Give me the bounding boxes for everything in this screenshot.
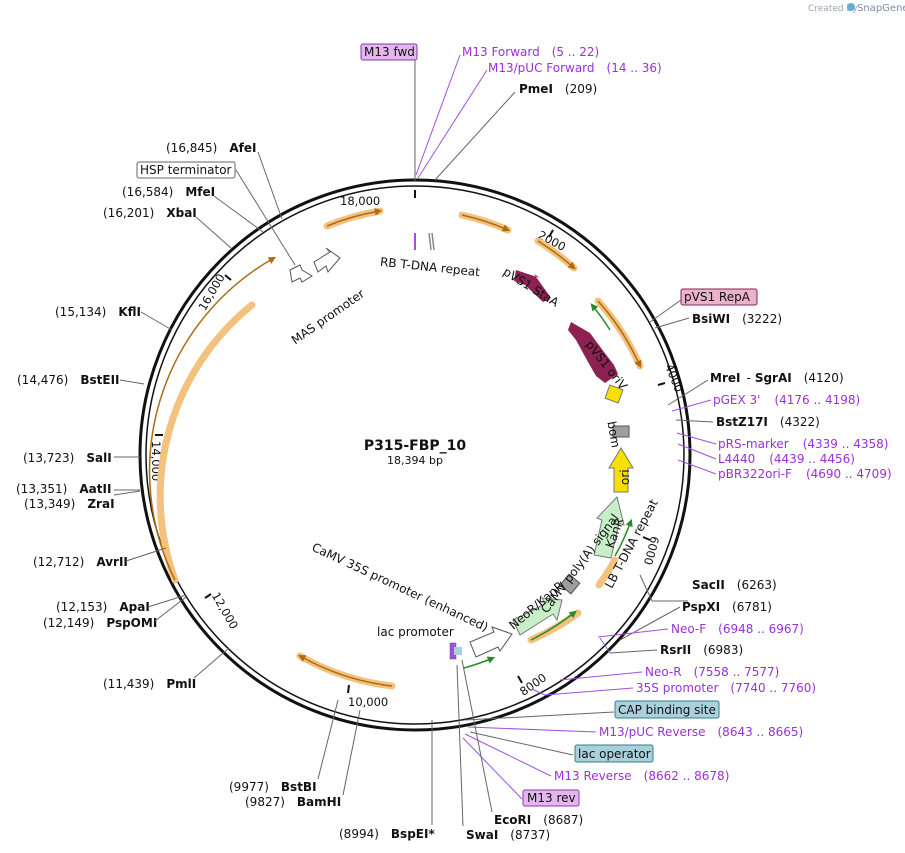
lac-promoter-label: lac promoter bbox=[377, 625, 454, 639]
kanr-arrow[interactable] bbox=[593, 495, 625, 559]
rb-tdna-repeat-label: RB T-DNA repeat bbox=[379, 255, 481, 279]
bom-box[interactable] bbox=[612, 425, 630, 438]
mas-promoter-label: MAS promoter bbox=[289, 287, 367, 348]
primer-35s-promoter[interactable]: 35S promoter(7740 .. 7760) bbox=[636, 681, 816, 695]
bom-label: bom bbox=[604, 420, 622, 449]
primer-m13-puc-reverse[interactable]: M13/pUC Reverse(8643 .. 8665) bbox=[599, 725, 803, 739]
site-bsteii[interactable]: (14,476)BstEII bbox=[17, 373, 120, 387]
camv-35s-label: CaMV 35S promoter (enhanced) bbox=[310, 540, 491, 634]
ring-tick-4000: 4000 bbox=[662, 362, 686, 394]
lb-tdna-box[interactable] bbox=[559, 573, 581, 595]
site-bstz17i[interactable]: BstZ17I(4322) bbox=[716, 415, 820, 429]
primer-l4440[interactable]: L4440(4439 .. 4456) bbox=[718, 452, 855, 466]
ori-label: ori bbox=[618, 469, 632, 485]
lac-operator-box bbox=[454, 647, 462, 655]
primer-neo-f[interactable]: Neo-F(6948 .. 6967) bbox=[671, 622, 804, 636]
ring-tick-10000: 10,000 bbox=[348, 695, 388, 709]
site-bstbi[interactable]: (9977)BstBI bbox=[229, 780, 317, 794]
site-bamhi[interactable]: (9827)BamHI bbox=[245, 795, 341, 809]
site-zrai[interactable]: (13,349)ZraI bbox=[24, 497, 115, 511]
camv-35s-arrow[interactable] bbox=[469, 626, 513, 658]
plasmid-name: P315-FBP_10 bbox=[364, 438, 467, 454]
pvs1-oriv-arrow[interactable] bbox=[568, 322, 618, 383]
mas-promoter-arrow[interactable] bbox=[313, 247, 341, 273]
m13-rev-box[interactable] bbox=[522, 789, 580, 807]
pvs1-staa-arrow[interactable] bbox=[514, 270, 551, 302]
site-rsrii[interactable]: RsrII(6983) bbox=[660, 643, 743, 657]
ring-tick-18000: 18,000 bbox=[340, 194, 380, 208]
hsp-terminator-label: HSP terminator bbox=[140, 163, 232, 177]
site-xbai[interactable]: (16,201)XbaI bbox=[103, 206, 197, 220]
primer-m13-forward[interactable]: M13 Forward(5 .. 22) bbox=[462, 45, 599, 59]
site-ecori[interactable]: EcoRI(8687) bbox=[494, 813, 583, 827]
ring-tick-12000: 12,000 bbox=[209, 590, 241, 632]
ring-tick-6000: 6000 bbox=[641, 535, 662, 567]
site-afei[interactable]: (16,845)AfeI bbox=[166, 141, 256, 155]
site-bspei[interactable]: (8994)BspEI* bbox=[339, 827, 435, 841]
site-sali[interactable]: (13,723)SalI bbox=[23, 451, 112, 465]
site-pmei[interactable]: PmeI(209) bbox=[519, 82, 597, 96]
backbone-inner-ring bbox=[145, 185, 685, 725]
site-bsiwi[interactable]: BsiWI(3222) bbox=[692, 312, 782, 326]
site-swai[interactable]: SwaI(8737) bbox=[466, 828, 550, 842]
site-aatii[interactable]: (13,351)AatII bbox=[16, 482, 111, 496]
plasmid-length: 18,394 bp bbox=[387, 454, 443, 467]
pvs1-repa-box[interactable] bbox=[680, 288, 758, 306]
primer-m13-reverse[interactable]: M13 Reverse(8662 .. 8678) bbox=[554, 769, 729, 783]
neor-kanr-arrow[interactable] bbox=[512, 597, 563, 636]
cap-binding-site-label: CAP binding site bbox=[618, 703, 716, 717]
primer-neo-r[interactable]: Neo-R(7558 .. 7577) bbox=[645, 665, 779, 679]
primer-pgex-3[interactable]: pGEX 3'(4176 .. 4198) bbox=[713, 393, 860, 407]
primer-pbr322ori-f[interactable]: pBR322ori-F(4690 .. 4709) bbox=[718, 467, 892, 481]
m13-fwd-box[interactable] bbox=[360, 43, 418, 61]
site-pmli[interactable]: (11,439)PmlI bbox=[103, 677, 196, 691]
pvs1-oriv-box[interactable] bbox=[604, 384, 624, 404]
site-apai[interactable]: (12,153)ApaI bbox=[56, 600, 150, 614]
pvs1-staa-label: pVS1 StaA bbox=[501, 265, 562, 311]
snapgene-brand: SnapGene bbox=[857, 3, 905, 14]
site-kfli[interactable]: (15,134)KflI bbox=[55, 305, 141, 319]
ori-arrow[interactable] bbox=[608, 447, 634, 493]
site-mfei[interactable]: (16,584)MfeI bbox=[122, 185, 215, 199]
hsp-terminator-box[interactable] bbox=[136, 161, 236, 179]
pvs1-repa-label: pVS1 RepA bbox=[684, 290, 751, 304]
site-sacii[interactable]: SacII(6263) bbox=[692, 578, 777, 592]
primer-m13-puc-forward[interactable]: M13/pUC Forward(14 .. 36) bbox=[488, 61, 662, 75]
lac-operator-box-label[interactable] bbox=[574, 744, 654, 763]
lac-operator-label: lac operator bbox=[578, 747, 651, 761]
cap-binding-site-box[interactable] bbox=[614, 700, 720, 719]
primer-prs-marker[interactable]: pRS-marker(4339 .. 4358) bbox=[718, 437, 888, 451]
site-pspxi[interactable]: PspXI(6781) bbox=[682, 600, 772, 614]
m13-rev-label: M13 rev bbox=[527, 791, 576, 805]
site-avrii[interactable]: (12,712)AvrII bbox=[33, 555, 128, 569]
snapgene-logo-icon bbox=[847, 3, 855, 11]
m13-fwd-label: M13 fwd bbox=[364, 45, 415, 59]
site-pspomi[interactable]: (12,149)PspOMI bbox=[43, 616, 157, 630]
created-by-text: Created by bbox=[808, 4, 858, 14]
hsp-terminator-arrow[interactable] bbox=[289, 264, 313, 283]
site-mrei-sgrai[interactable]: MreI-SgrAI(4120) bbox=[710, 371, 844, 385]
